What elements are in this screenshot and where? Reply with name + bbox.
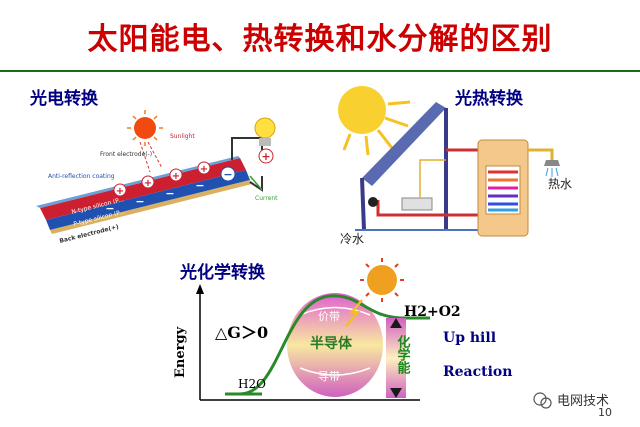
- section-title-photochemical: 光化学转换: [180, 263, 265, 283]
- charge-markers: [113, 161, 211, 197]
- axis-arrowhead: [196, 284, 204, 294]
- wechat-icon-bubble: [540, 397, 552, 409]
- bulb-base: [259, 138, 271, 146]
- positive-charge: +: [200, 164, 208, 175]
- cold-water-label: 冷水: [340, 232, 364, 246]
- sunlight-label: Sunlight: [170, 133, 195, 140]
- solar-collector: [362, 102, 446, 186]
- sun-icon: [134, 117, 156, 139]
- positive-charge: +: [116, 186, 124, 197]
- positive-terminal-sign: +: [261, 150, 270, 163]
- solar-cell-diagram: + + + + − − − − + − Sunlight Front elect…: [36, 110, 278, 245]
- sun-icon: [338, 86, 386, 134]
- energy-diagram: [196, 258, 430, 401]
- negative-terminal-sign: −: [223, 168, 232, 181]
- reaction-curve: [239, 294, 401, 396]
- semiconductor-label: 半导体: [310, 335, 353, 352]
- anti-reflection-label: Anti-reflection coating: [48, 173, 115, 180]
- reactant-label: H2O: [238, 377, 266, 391]
- anti-reflection-layer: [36, 156, 240, 208]
- conduction-band-label: 导带: [318, 370, 340, 383]
- chemical-energy-label: 化学能: [395, 334, 411, 375]
- positive-terminal: [258, 148, 274, 164]
- brand-name: 电网技术: [557, 394, 610, 409]
- wechat-icon: [533, 392, 547, 406]
- current-arrow: [249, 175, 263, 191]
- brand-logo: [533, 392, 552, 409]
- negative-terminal: [220, 166, 236, 182]
- back-electrode-layer: [50, 180, 252, 234]
- return-pipe: [376, 200, 480, 217]
- sun-icon: [367, 265, 397, 295]
- p-type-layer: [46, 170, 250, 230]
- page-number: 10: [598, 406, 612, 419]
- negative-charge: −: [165, 187, 174, 200]
- section-title-photothermal: 光热转换: [455, 89, 523, 109]
- negative-charge: −: [195, 179, 204, 192]
- front-electrode-label: Front electrode(-): [100, 151, 152, 158]
- sun-rays: [342, 100, 411, 156]
- sunlight-arrows: [139, 141, 163, 173]
- hot-water-outlet: [528, 148, 554, 160]
- conduction-band-line: [299, 367, 371, 376]
- delta-g-label: △G＞0: [215, 323, 268, 342]
- section-title-photovoltaic: 光电转换: [30, 89, 98, 109]
- tank-window: [485, 165, 521, 215]
- energy-axis-label: Energy: [173, 326, 188, 378]
- reaction-label: Reaction: [443, 364, 512, 380]
- heating-coil: [488, 170, 518, 212]
- valence-band-line: [299, 306, 371, 316]
- product-label: H2+O2: [404, 304, 461, 320]
- lightning-icon: [345, 299, 363, 327]
- chemical-energy-bar: [386, 318, 406, 398]
- page-title: 太阳能电、热转换和水分解的区别: [87, 22, 553, 57]
- collector-frame: [360, 177, 366, 231]
- positive-charge: +: [172, 171, 180, 182]
- shower-head-icon: [544, 160, 560, 166]
- solar-heater-diagram: [338, 86, 560, 237]
- positive-charge: +: [144, 178, 152, 189]
- pump-icon: [368, 197, 378, 207]
- sun-rays: [360, 258, 404, 302]
- negative-charge: −: [135, 195, 144, 208]
- sun-rays: [127, 110, 163, 146]
- valence-band-label: 价带: [318, 310, 340, 323]
- negative-charge: −: [105, 202, 114, 215]
- light-bulb-icon: [254, 117, 276, 139]
- hot-water-label: 热水: [548, 177, 572, 191]
- sensor-wire: [419, 159, 446, 198]
- up-hill-label: Up hill: [443, 330, 496, 346]
- water-spray: [545, 167, 559, 177]
- controller-box: [401, 197, 433, 211]
- current-label: Current: [255, 195, 278, 202]
- n-type-layer: [40, 158, 246, 220]
- energy-arrow-up: [390, 318, 402, 328]
- title-divider: [0, 70, 640, 72]
- energy-arrow-down: [390, 388, 402, 398]
